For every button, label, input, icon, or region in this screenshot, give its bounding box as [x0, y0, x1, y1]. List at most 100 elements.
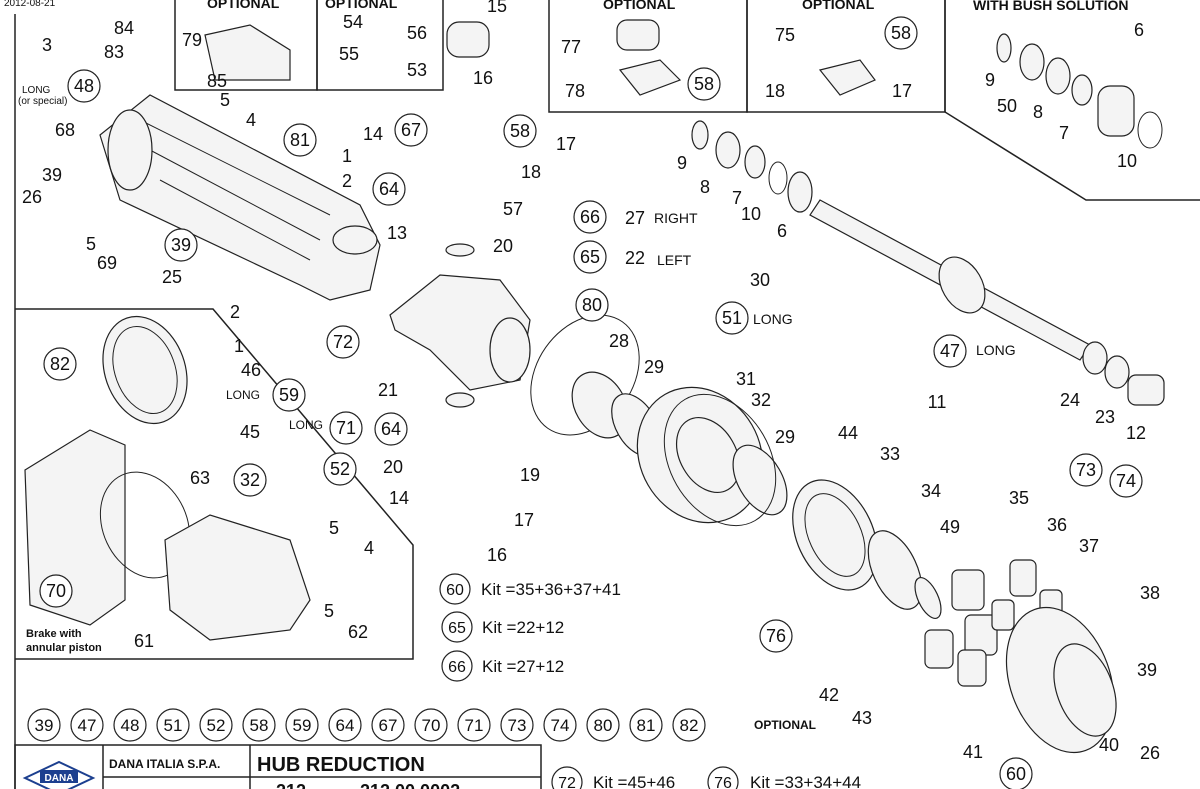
callout-45: 45 — [240, 422, 260, 442]
callout-51: 51 — [722, 308, 742, 328]
callout-42: 42 — [819, 685, 839, 705]
optional-box-title-4: OPTIONAL — [802, 0, 875, 12]
callout-circle-48 — [67, 69, 101, 103]
code-b: 212.00.0002 — [360, 781, 460, 789]
optional-part-59: 59 — [293, 716, 312, 735]
kit-66-text: Kit =27+12 — [482, 657, 564, 676]
callout-17: 17 — [514, 510, 534, 530]
callout-29: 29 — [644, 357, 664, 377]
optional-circle-82 — [672, 708, 706, 742]
callout-7: 7 — [1059, 123, 1069, 143]
callout-19: 19 — [520, 465, 540, 485]
callout-77: 77 — [561, 37, 581, 57]
callout-circle-72 — [326, 325, 360, 359]
callout-53: 53 — [407, 60, 427, 80]
callout-57: 57 — [503, 199, 523, 219]
drawing-title: HUB REDUCTION — [257, 754, 425, 776]
callout-8: 8 — [1033, 102, 1043, 122]
callout-81: 81 — [290, 130, 310, 150]
callout-8: 8 — [700, 177, 710, 197]
callout-80: 80 — [582, 295, 602, 315]
callout-35: 35 — [1009, 488, 1029, 508]
callout-13: 13 — [387, 223, 407, 243]
callout-5: 5 — [86, 234, 96, 254]
callout-72: 72 — [333, 332, 353, 352]
callout-circle-76 — [759, 619, 793, 653]
callout-30: 30 — [750, 270, 770, 290]
long-label-59: LONG — [226, 388, 260, 402]
callout-58: 58 — [694, 74, 714, 94]
text-labels: 2012-08-21 OPTIONAL OPTIONAL OPTIONAL OP… — [4, 0, 1129, 732]
callout-circle-67 — [394, 113, 428, 147]
callout-4: 4 — [364, 538, 374, 558]
optional-part-58: 58 — [250, 716, 269, 735]
callout-39: 39 — [1137, 660, 1157, 680]
planet-gears-drawing — [924, 559, 1063, 687]
optional-box-title-3: OPTIONAL — [603, 0, 676, 12]
shaft-seals-drawing — [691, 120, 813, 213]
callout-5: 5 — [329, 518, 339, 538]
callout-3: 3 — [42, 35, 52, 55]
kit-76-text: Kit =33+34+44 — [750, 773, 861, 789]
optional-detail-drawings — [204, 19, 876, 96]
callout-5: 5 — [220, 90, 230, 110]
callout-44: 44 — [838, 423, 858, 443]
code-a: 212 — [276, 781, 306, 789]
optional-footer-label: OPTIONAL — [754, 718, 816, 732]
callout-9: 9 — [677, 153, 687, 173]
callout-20: 20 — [493, 236, 513, 256]
callout-61: 61 — [134, 631, 154, 651]
callout-2: 2 — [342, 171, 352, 191]
callout-27: 27 — [625, 208, 645, 228]
kit-72-circle: 72 — [558, 775, 576, 789]
optional-part-71: 71 — [465, 716, 484, 735]
callout-6: 6 — [1134, 20, 1144, 40]
kit-60-text: Kit =35+36+37+41 — [481, 580, 621, 599]
kit-60-circle: 60 — [446, 582, 464, 599]
callout-54: 54 — [343, 12, 363, 32]
callout-84: 84 — [114, 18, 134, 38]
callout-9: 9 — [985, 70, 995, 90]
callout-34: 34 — [921, 481, 941, 501]
callout-circle-71 — [329, 411, 363, 445]
kit-72-text: Kit =45+46 — [593, 773, 675, 789]
callout-59: 59 — [279, 385, 299, 405]
optional-part-51: 51 — [164, 716, 183, 735]
callout-58: 58 — [891, 23, 911, 43]
left-label: LEFT — [657, 252, 692, 268]
callout-78: 78 — [565, 81, 585, 101]
optional-circle-81 — [629, 708, 663, 742]
optional-part-73: 73 — [508, 716, 527, 735]
hub-cover-drawing — [1005, 606, 1117, 754]
callout-37: 37 — [1079, 536, 1099, 556]
date-label: 2012-08-21 — [4, 0, 56, 9]
axle-housing-drawing — [99, 94, 381, 301]
callout-23: 23 — [1095, 407, 1115, 427]
callout-circle-73 — [1069, 453, 1103, 487]
kit-list: 60 Kit =35+36+37+41 65 Kit =22+12 66 Kit… — [439, 573, 861, 789]
callout-29: 29 — [775, 427, 795, 447]
optional-circle-67 — [371, 708, 405, 742]
brake-label-line1: Brake with — [26, 628, 82, 640]
callout-18: 18 — [521, 162, 541, 182]
callout-circle-65 — [573, 240, 607, 274]
callout-10: 10 — [1117, 151, 1137, 171]
optional-circle-52 — [199, 708, 233, 742]
optional-circle-74 — [543, 708, 577, 742]
callout-18: 18 — [765, 81, 785, 101]
optional-part-81: 81 — [637, 716, 656, 735]
callout-32: 32 — [240, 470, 260, 490]
optional-box-title-5: WITH BUSH SOLUTION — [973, 0, 1129, 13]
callout-15: 15 — [487, 0, 507, 16]
callout-22: 22 — [625, 248, 645, 268]
optional-part-64: 64 — [336, 716, 355, 735]
callout-82: 82 — [50, 354, 70, 374]
callout-20: 20 — [383, 457, 403, 477]
kit-76-circle: 76 — [714, 775, 732, 789]
optional-part-82: 82 — [680, 716, 699, 735]
callout-circle-81 — [283, 123, 317, 157]
callout-40: 40 — [1099, 735, 1119, 755]
optional-circle-48 — [113, 708, 147, 742]
